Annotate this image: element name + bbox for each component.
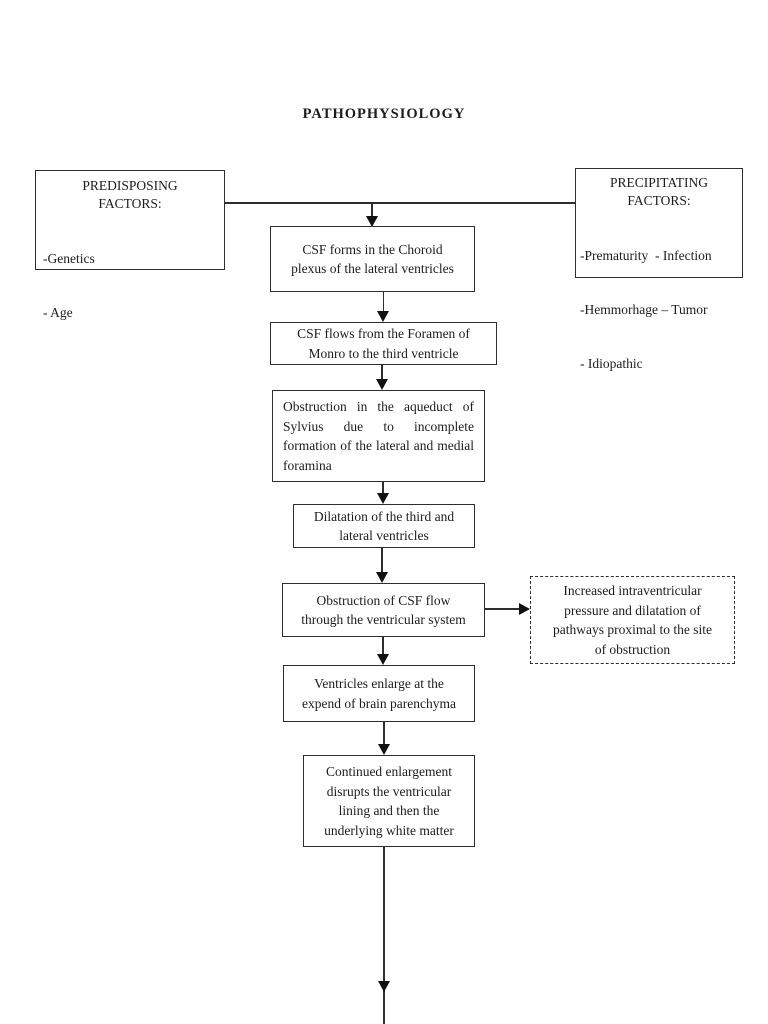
precipitating-factors-box: PRECIPITATING FACTORS: -Prematurity - In… [575, 168, 743, 371]
precipitating-item-hemmorhage-tumor: -Hemmorhage – Tumor [580, 302, 708, 317]
connector-v3-arrowhead-icon [375, 379, 388, 390]
step-continued-enlargement-text: Continued enlargement disrupts the ventr… [324, 764, 454, 838]
top-connector-hline [225, 202, 575, 204]
step-ventricles-enlarge-text: Ventricles enlarge at the expend of brai… [301, 676, 457, 711]
step-obstruction-aqueduct-box: Obstruction in the aqueduct of Sylvius d… [272, 390, 485, 482]
step-ventricles-enlarge-box: Ventricles enlarge at the expend of brai… [283, 665, 475, 722]
connector-v7-arrowhead-icon [377, 744, 390, 755]
step-obstruction-csf-flow-text: Obstruction of CSF flow through the vent… [301, 592, 466, 628]
predisposing-heading-line2: FACTORS: [98, 196, 162, 211]
step-obstruction-csf-flow-box: Obstruction of CSF flow through the vent… [282, 583, 485, 637]
connector-v8-line [383, 847, 385, 1024]
step-csf-flows-box: CSF flows from the Foramen of Monro to t… [270, 322, 497, 365]
connector-v6-arrowhead-icon [376, 654, 389, 665]
step-obstruction-aqueduct-text: Obstruction in the aqueduct of Sylvius d… [283, 399, 474, 473]
predisposing-factors-box: PREDISPOSING FACTORS: -Genetics - Age [35, 170, 225, 320]
connector-v7-line [383, 722, 385, 744]
precipitating-item-prematurity-infection: -Prematurity - Infection [580, 248, 712, 263]
step-csf-forms-box: CSF forms in the Choroid plexus of the l… [270, 226, 475, 292]
connector-v1-line [371, 203, 373, 216]
connector-v2-line [382, 292, 385, 311]
predisposing-heading: PREDISPOSING FACTORS: [36, 177, 224, 213]
step-dilatation-text: Dilatation of the third and lateral vent… [313, 508, 455, 544]
increased-pressure-note-box: Increased intraventricular pressure and … [530, 576, 735, 664]
connector-v8-arrowhead-icon [377, 981, 390, 992]
connector-v4-line [382, 482, 384, 493]
side-connector-arrowhead-icon [519, 602, 530, 615]
predisposing-item-age: - Age [43, 305, 73, 320]
connector-v3-line [381, 365, 383, 379]
precipitating-heading: PRECIPITATING FACTORS: [576, 174, 742, 210]
connector-v4-arrowhead-icon [376, 493, 389, 504]
precipitating-list: -Prematurity - Infection -Hemmorhage – T… [576, 211, 742, 409]
connector-v5-arrowhead-icon [375, 572, 388, 583]
connector-v1-arrowhead-icon [365, 216, 378, 227]
predisposing-list: -Genetics - Age [36, 214, 224, 358]
step-dilatation-box: Dilatation of the third and lateral vent… [293, 504, 475, 548]
step-csf-forms-text: CSF forms in the Choroid plexus of the l… [291, 241, 454, 277]
predisposing-item-genetics: -Genetics [43, 251, 95, 266]
increased-pressure-note-text: Increased intraventricular pressure and … [553, 583, 712, 657]
page-title: PATHOPHYSIOLOGY [302, 106, 466, 122]
step-continued-enlargement-box: Continued enlargement disrupts the ventr… [303, 755, 475, 847]
connector-v5-line [381, 548, 383, 572]
predisposing-heading-line1: PREDISPOSING [82, 178, 178, 193]
precipitating-heading-line2: FACTORS: [627, 193, 691, 208]
connector-v6-line [382, 637, 384, 654]
connector-v2-arrowhead-icon [377, 311, 389, 322]
side-connector-hline [485, 608, 519, 610]
precipitating-item-idiopathic: - Idiopathic [580, 356, 643, 371]
step-csf-flows-text: CSF flows from the Foramen of Monro to t… [297, 326, 470, 361]
precipitating-heading-line1: PRECIPITATING [610, 175, 708, 190]
